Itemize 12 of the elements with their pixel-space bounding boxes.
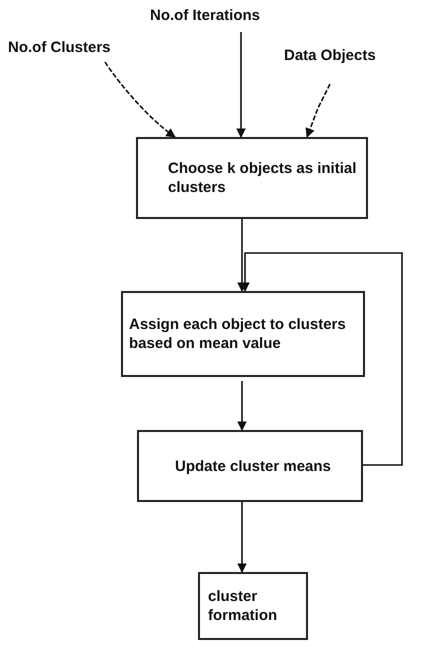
input-label: No.of Clusters <box>8 38 158 60</box>
input-label: Data Objects <box>284 46 426 68</box>
process-box: Update cluster means <box>137 430 363 502</box>
arrow <box>104 62 176 138</box>
arrow <box>236 32 246 138</box>
arrow <box>306 84 331 138</box>
process-box: cluster formation <box>198 572 308 640</box>
arrow <box>237 502 247 573</box>
process-box: Choose k objects as initial clusters <box>136 137 368 219</box>
input-label: No.of Iterations <box>150 6 310 28</box>
process-box: Assign each object to clusters based on mean value <box>121 291 365 377</box>
arrow <box>237 381 247 431</box>
